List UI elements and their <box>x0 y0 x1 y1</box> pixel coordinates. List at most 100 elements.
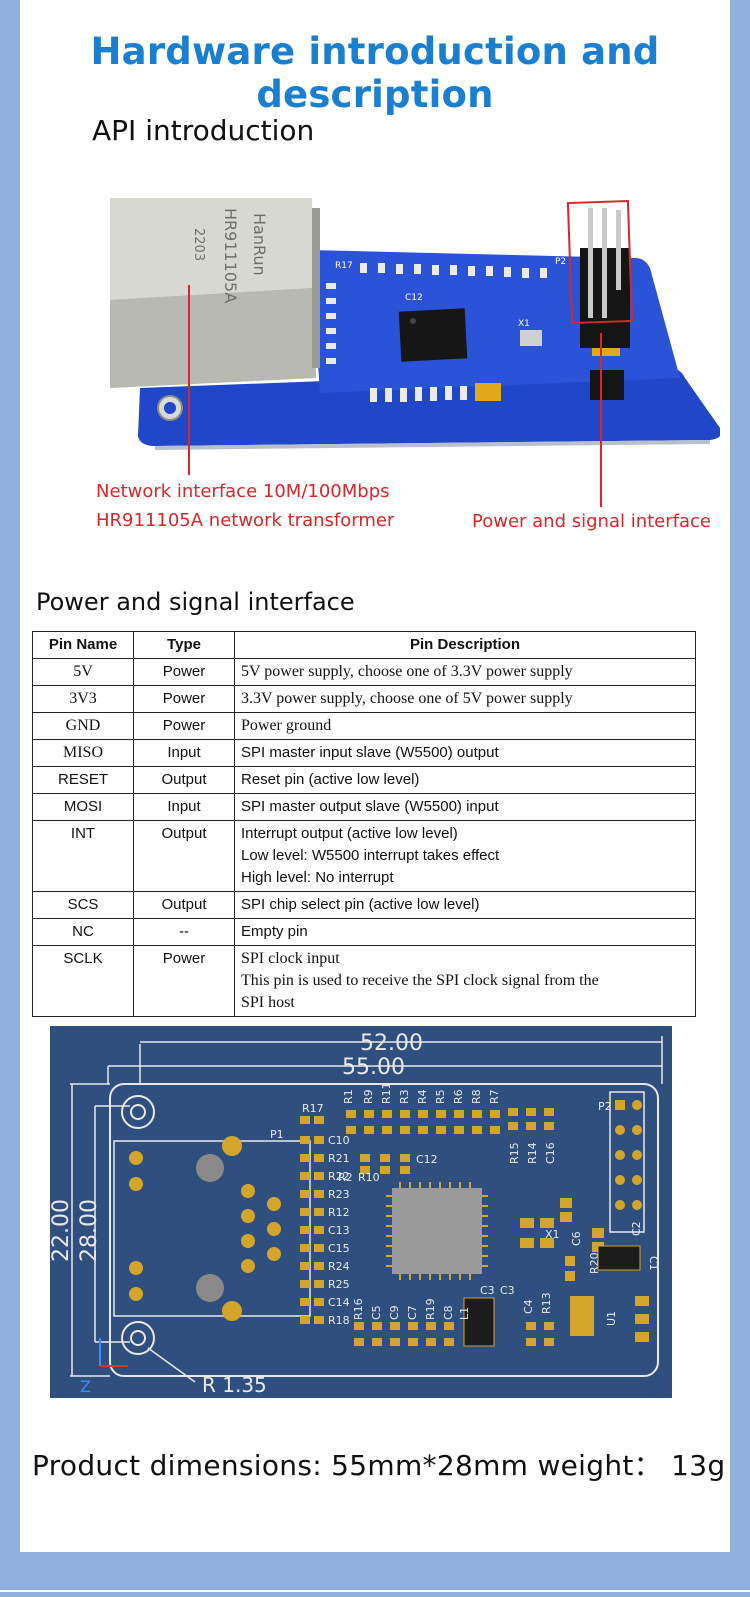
pin-name: GND <box>32 712 134 740</box>
pin-type: Output <box>133 891 235 919</box>
pin-name: RESET <box>32 766 134 794</box>
pin-name: MISO <box>32 739 134 767</box>
svg-text:C12: C12 <box>416 1153 438 1166</box>
svg-text:C2: C2 <box>630 1221 643 1236</box>
svg-text:R12: R12 <box>328 1206 350 1219</box>
svg-text:R16: R16 <box>352 1298 365 1320</box>
api-section-title: API introduction <box>92 114 315 147</box>
dim-outer-height: 28.00 <box>77 1199 102 1262</box>
resistor-rows <box>326 263 547 402</box>
svg-text:C8: C8 <box>442 1305 455 1320</box>
table-row: RESET Output Reset pin (active low level… <box>32 766 696 794</box>
svg-text:X1: X1 <box>545 1228 560 1241</box>
pin-name: INT <box>32 820 134 892</box>
drawing-mount-hole-top <box>121 1095 155 1129</box>
jack-model: HR911105A <box>221 208 240 303</box>
svg-text:C12: C12 <box>405 293 423 303</box>
jack-brand: HanRun <box>250 213 269 276</box>
svg-text:R19: R19 <box>424 1298 437 1320</box>
svg-text:R24: R24 <box>328 1260 350 1273</box>
w5500-chip <box>398 308 468 362</box>
network-interface-label: Network interface 10M/100Mbps <box>96 481 390 502</box>
pin-type: Input <box>133 793 235 821</box>
svg-text:R10: R10 <box>358 1171 380 1184</box>
pin-type: Power <box>133 658 235 686</box>
pin-type: Output <box>133 820 235 892</box>
svg-text:R14: R14 <box>526 1142 539 1164</box>
svg-text:R8: R8 <box>470 1089 483 1104</box>
svg-text:R11: R11 <box>380 1082 393 1104</box>
table-header-row: Pin Name Type Pin Description <box>32 631 696 659</box>
svg-text:R6: R6 <box>452 1089 465 1104</box>
pin-type: Input <box>133 739 235 767</box>
pin-name: 5V <box>32 658 134 686</box>
pin-description: SPI chip select pin (active low level) <box>234 891 696 919</box>
p2-header-outline <box>609 1091 645 1233</box>
dim-radius: R 1.35 <box>202 1373 267 1397</box>
col-header-pin-name: Pin Name <box>32 631 134 659</box>
svg-text:R2: R2 <box>338 1171 353 1184</box>
axis-z-label: Z <box>80 1377 91 1396</box>
pin-type: Power <box>133 945 235 1017</box>
svg-text:R1: R1 <box>342 1089 355 1104</box>
pin-description: Empty pin <box>234 918 696 946</box>
svg-text:C1: C1 <box>647 1256 660 1271</box>
dim-outer-width: 55.00 <box>342 1055 405 1080</box>
pin-section-title: Power and signal interface <box>36 588 355 616</box>
pcb-board <box>138 368 720 446</box>
pin-name: NC <box>32 918 134 946</box>
pin-name: SCS <box>32 891 134 919</box>
pcb-dimension-drawing: 52.00 55.00 28.00 22.00 R 1.35 Z P1 <box>50 1026 672 1398</box>
svg-text:C7: C7 <box>406 1305 419 1320</box>
pin-table: Pin Name Type Pin Description 5V Power 5… <box>32 631 696 1017</box>
table-row: MISO Input SPI master input slave (W5500… <box>32 739 696 767</box>
pin-description: Interrupt output (active low level) Low … <box>234 820 696 892</box>
bottom-divider <box>0 1590 750 1592</box>
pin-description: 3.3V power supply, choose one of 5V powe… <box>234 685 696 713</box>
svg-text:L1: L1 <box>458 1307 471 1320</box>
ic-c3 <box>463 1297 495 1347</box>
svg-text:C10: C10 <box>328 1134 350 1147</box>
svg-text:C13: C13 <box>328 1224 350 1237</box>
col-header-description: Pin Description <box>234 631 696 659</box>
dim-inner-height: 22.00 <box>50 1199 74 1262</box>
svg-text:P2: P2 <box>555 257 566 267</box>
svg-text:R21: R21 <box>328 1152 350 1165</box>
svg-text:R15: R15 <box>508 1142 521 1164</box>
svg-text:R7: R7 <box>488 1089 501 1104</box>
pin-name: SCLK <box>32 945 134 1017</box>
drawing-mount-hole-bottom <box>121 1321 155 1355</box>
svg-text:C15: C15 <box>328 1242 350 1255</box>
network-pointer-line <box>188 285 190 475</box>
svg-text:R23: R23 <box>328 1188 350 1201</box>
svg-text:R22: R22 <box>328 1170 350 1183</box>
page-title: Hardware introduction and description <box>90 30 660 116</box>
board-photo: HanRun HR911105A 2203 R17 C12 P2 X1 <box>110 198 720 450</box>
svg-text:R4: R4 <box>416 1089 429 1104</box>
header-highlight-box <box>566 199 634 325</box>
table-row: 3V3 Power 3.3V power supply, choose one … <box>32 685 696 713</box>
svg-text:R17: R17 <box>302 1102 324 1115</box>
pin-name: 3V3 <box>32 685 134 713</box>
svg-text:R5: R5 <box>434 1089 447 1104</box>
svg-text:R25: R25 <box>328 1278 350 1291</box>
svg-text:C4: C4 <box>522 1299 535 1314</box>
power-pointer-line <box>600 333 602 507</box>
table-row: INT Output Interrupt output (active low … <box>32 820 696 892</box>
table-row: NC -- Empty pin <box>32 918 696 946</box>
pin-type: Power <box>133 685 235 713</box>
pin-name: MOSI <box>32 793 134 821</box>
table-row: GND Power Power ground <box>32 712 696 740</box>
svg-text:C14: C14 <box>328 1296 350 1309</box>
pin-description: SPI clock input This pin is used to rece… <box>234 945 696 1017</box>
svg-text:C6: C6 <box>570 1231 583 1246</box>
svg-text:X1: X1 <box>518 319 530 329</box>
table-row: SCLK Power SPI clock input This pin is u… <box>32 945 696 1017</box>
ic-u2 <box>597 1245 641 1271</box>
svg-text:R9: R9 <box>362 1089 375 1104</box>
pin-description: 5V power supply, choose one of 3.3V powe… <box>234 658 696 686</box>
content-sheet: Hardware introduction and description AP… <box>20 0 730 1552</box>
svg-text:C9: C9 <box>388 1305 401 1320</box>
pin-description: Power ground <box>234 712 696 740</box>
svg-text:R3: R3 <box>398 1089 411 1104</box>
